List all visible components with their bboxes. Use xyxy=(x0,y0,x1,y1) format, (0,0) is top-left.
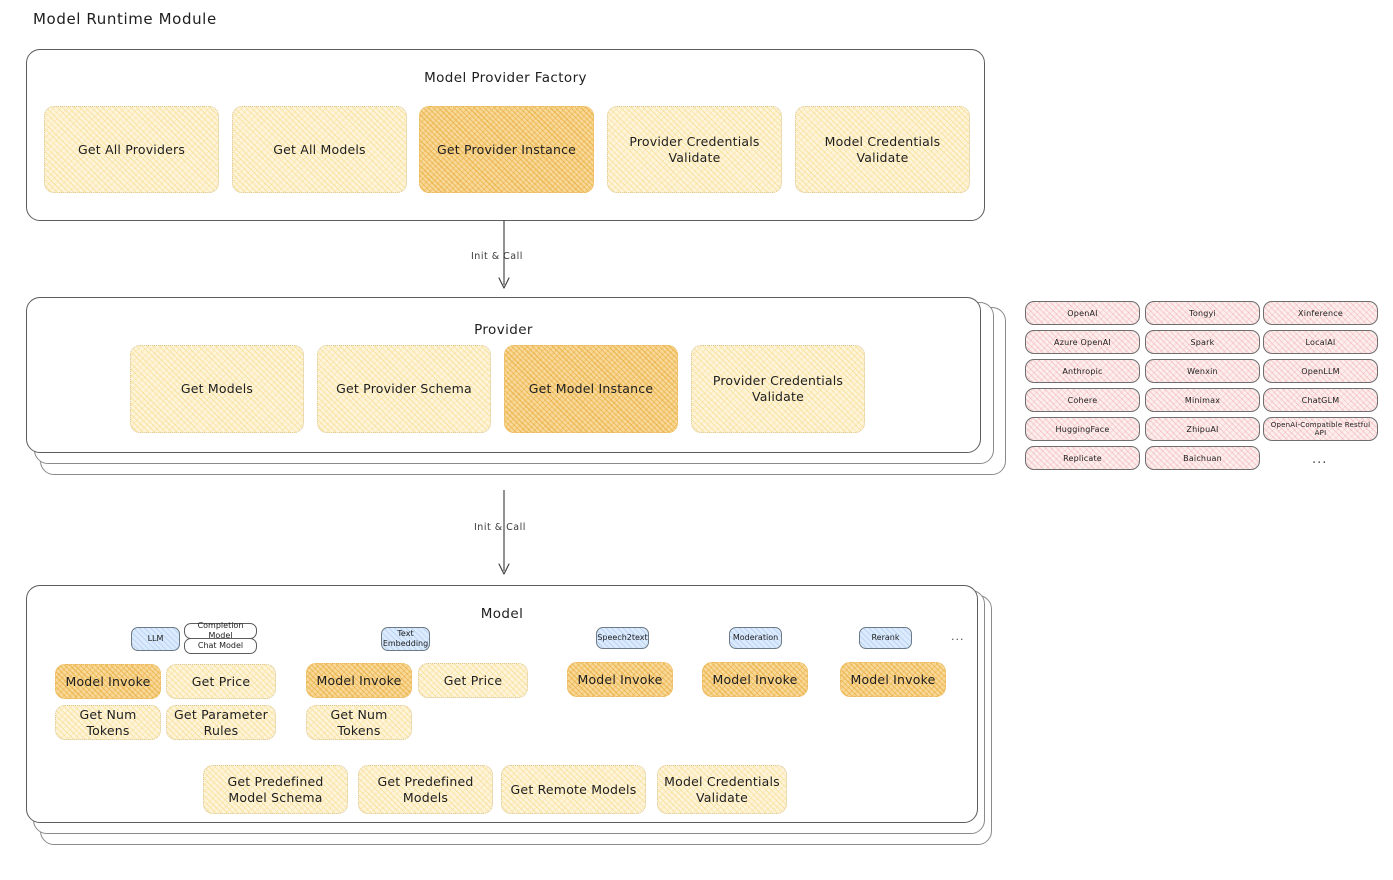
provider-pill-minimax[interactable]: Minimax xyxy=(1145,388,1260,412)
arrow-factory-to-provider xyxy=(498,221,510,289)
text-embedding-method-model-invoke[interactable]: Model Invoke xyxy=(306,663,412,698)
model-provider-factory-title: Model Provider Factory xyxy=(424,70,587,86)
rerank-method-model-invoke[interactable]: Model Invoke xyxy=(840,662,946,697)
model-shared-method-model-credentials-validate[interactable]: Model Credentials Validate xyxy=(657,765,787,814)
provider-pill-localai[interactable]: LocalAI xyxy=(1263,330,1378,354)
factory-method-model-credentials-validate[interactable]: Model Credentials Validate xyxy=(795,106,970,193)
provider-list-more-ellipsis: ... xyxy=(1312,452,1328,467)
provider-pill-huggingface[interactable]: HuggingFace xyxy=(1025,417,1140,441)
provider-pill-openai[interactable]: OpenAI xyxy=(1025,301,1140,325)
text-embedding-method-get-num-tokens[interactable]: Get Num Tokens xyxy=(306,705,412,740)
factory-method-get-provider-instance[interactable]: Get Provider Instance xyxy=(419,106,594,193)
provider-pill-openllm[interactable]: OpenLLM xyxy=(1263,359,1378,383)
provider-pill-wenxin[interactable]: Wenxin xyxy=(1145,359,1260,383)
provider-method-get-model-instance[interactable]: Get Model Instance xyxy=(504,345,678,433)
provider-pill-chatglm[interactable]: ChatGLM xyxy=(1263,388,1378,412)
model-type-badge-text-embedding[interactable]: Text Embedding xyxy=(381,627,430,651)
provider-pill-replicate[interactable]: Replicate xyxy=(1025,446,1140,470)
provider-pill-baichuan[interactable]: Baichuan xyxy=(1145,446,1260,470)
model-shared-method-get-predefined-model-schema[interactable]: Get Predefined Model Schema xyxy=(203,765,348,814)
provider-pill-azure-openai[interactable]: Azure OpenAI xyxy=(1025,330,1140,354)
model-title: Model xyxy=(480,606,524,622)
text-embedding-method-get-price[interactable]: Get Price xyxy=(418,663,528,698)
provider-pill-spark[interactable]: Spark xyxy=(1145,330,1260,354)
model-type-badge-speech2text[interactable]: Speech2text xyxy=(596,627,649,649)
model-shared-method-get-remote-models[interactable]: Get Remote Models xyxy=(501,765,646,814)
provider-pill-openai-compatible-restful-api[interactable]: OpenAI-Compatible Restful API xyxy=(1263,417,1378,441)
provider-method-provider-credentials-validate[interactable]: Provider Credentials Validate xyxy=(691,345,865,433)
provider-title: Provider xyxy=(474,322,533,338)
provider-pill-cohere[interactable]: Cohere xyxy=(1025,388,1140,412)
arrow-label-init-and-call-1: Init & Call xyxy=(471,251,523,262)
factory-method-provider-credentials-validate[interactable]: Provider Credentials Validate xyxy=(607,106,782,193)
model-types-more-ellipsis: ... xyxy=(951,630,965,643)
model-type-badge-moderation[interactable]: Moderation xyxy=(729,627,782,649)
provider-pill-xinference[interactable]: Xinference xyxy=(1263,301,1378,325)
llm-method-get-price[interactable]: Get Price xyxy=(166,664,276,699)
arrow-label-init-and-call-2: Init & Call xyxy=(474,522,526,533)
provider-pill-zhipuai[interactable]: ZhipuAI xyxy=(1145,417,1260,441)
factory-method-get-all-models[interactable]: Get All Models xyxy=(232,106,407,193)
llm-method-get-parameter-rules[interactable]: Get Parameter Rules xyxy=(166,705,276,740)
provider-method-get-models[interactable]: Get Models xyxy=(130,345,304,433)
llm-method-model-invoke[interactable]: Model Invoke xyxy=(55,664,161,699)
arrow-provider-to-model xyxy=(498,490,510,575)
llm-method-get-num-tokens[interactable]: Get Num Tokens xyxy=(55,705,161,740)
provider-pill-anthropic[interactable]: Anthropic xyxy=(1025,359,1140,383)
model-type-badge-llm[interactable]: LLM xyxy=(131,627,180,651)
factory-method-get-all-providers[interactable]: Get All Providers xyxy=(44,106,219,193)
provider-method-get-provider-schema[interactable]: Get Provider Schema xyxy=(317,345,491,433)
model-subtype-badge-completion-model[interactable]: Completion Model xyxy=(184,621,257,640)
moderation-method-model-invoke[interactable]: Model Invoke xyxy=(702,662,808,697)
page-title: Model Runtime Module xyxy=(33,10,217,28)
model-type-badge-rerank[interactable]: Rerank xyxy=(859,627,912,649)
provider-pill-tongyi[interactable]: Tongyi xyxy=(1145,301,1260,325)
model-shared-method-get-predefined-models[interactable]: Get Predefined Models xyxy=(358,765,493,814)
speech2text-method-model-invoke[interactable]: Model Invoke xyxy=(567,662,673,697)
model-subtype-badge-chat-model[interactable]: Chat Model xyxy=(184,638,257,654)
